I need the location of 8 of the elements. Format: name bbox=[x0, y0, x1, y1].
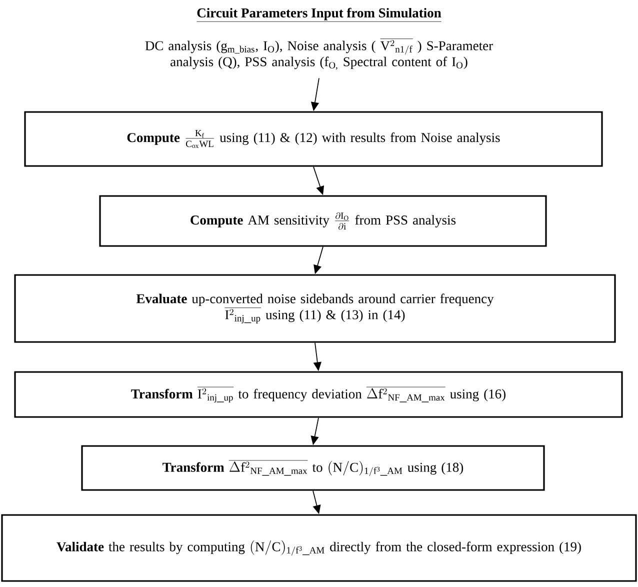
process-box: Transform $\overline{\mathrm{I}^{2}{}_{\mathrm{inj\_up}}}$ to frequency deviation $\overline{\Delta\mathrm{f}^{2}{}_{\mathrm{NF\_AM\_max}}}$ using (16) bbox=[14, 371, 623, 418]
process-box: Validate the results by computing $(\mathrm{N/C})_{\mathrm{1/f^3\_AM}}$ directly from the closed-form expression (19) bbox=[1, 514, 637, 582]
process-box: Transform $\overline{\Delta\mathrm{f}^{2}{}_{\mathrm{NF\_AM\_max}}}$ to $(\mathrm{N/C})_{\mathrm{1/f^3\_AM}}$ using (18) bbox=[81, 445, 545, 491]
process-box: Evaluate up-converted noise sidebands around carrier frequency $\overline{\mathrm{I}^{2}{}_{\mathrm{inj\_up}}}$ using (11) & (13) in (14) bbox=[14, 274, 616, 343]
process-box: Compute $\frac{\mathrm{K_f}}{\mathrm{C_{ox}WL}}$ using (11) & (12) with results from Noise analysis bbox=[24, 111, 603, 167]
process-box: Compute AM sensitivity $\frac{\partial \mathrm{I_O}}{\partial \mathrm{i}}$ from PSS analysis bbox=[99, 195, 547, 247]
heading: Circuit Parameters Input from Simulation bbox=[196, 8, 442, 22]
input-text: DC analysis (g$_{m_bias}$, I$_{O}$), Noise analysis ( $\overline{\mathrm{V}^{2}{}_{\mathrm{n1/f}}}$ ) S-Parameter analysis (Q), PSS analysis (f$_{O,}$ Spectral content of I$_{O}$) bbox=[145, 38, 493, 70]
